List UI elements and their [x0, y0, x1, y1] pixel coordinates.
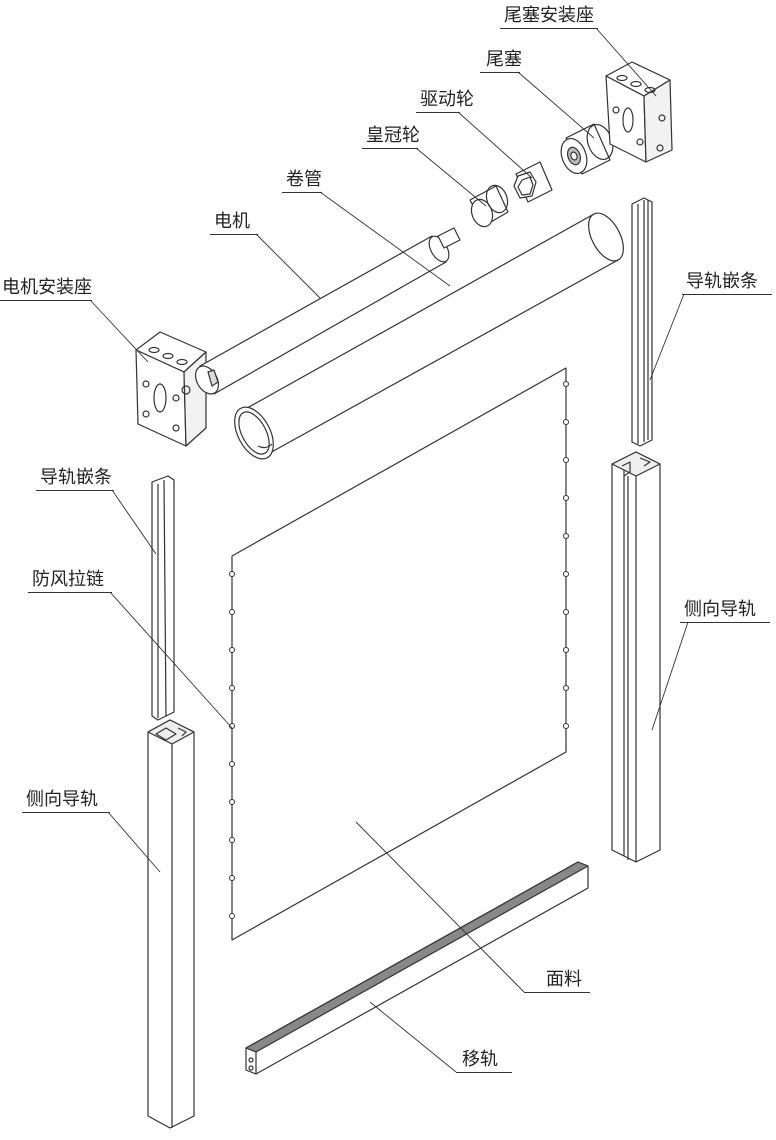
- label-end-plug-bracket: 尾塞安装座: [504, 5, 594, 26]
- fabric-part: [229, 367, 569, 941]
- label-fabric: 面料: [546, 969, 582, 990]
- label-motor-bracket: 电机安装座: [2, 277, 92, 298]
- label-underline: [480, 72, 520, 73]
- crown-wheel-part: [469, 184, 509, 228]
- label-roller-tube: 卷管: [286, 169, 322, 190]
- label-bottom-rail: 移轨: [462, 1049, 498, 1070]
- end-plug-bracket-part: [605, 61, 673, 163]
- label-crown-wheel: 皇冠轮: [366, 125, 420, 146]
- left-rail-insert-part: [151, 475, 175, 721]
- label-underline: [282, 192, 322, 193]
- label-side-rail-right: 侧向导轨: [684, 599, 756, 620]
- leader-lines: [89, 27, 689, 1073]
- label-motor: 电机: [214, 211, 250, 232]
- label-rail-insert-right: 导轨嵌条: [686, 271, 758, 292]
- right-rail-insert-part: [631, 197, 653, 447]
- drive-wheel-part: [513, 161, 553, 203]
- label-underline: [28, 592, 112, 593]
- zipper-beads: [229, 381, 569, 919]
- label-underline: [682, 294, 772, 295]
- label-underline: [0, 300, 92, 301]
- right-side-rail-part: [611, 451, 661, 863]
- label-underline: [36, 490, 114, 491]
- label-underline: [210, 234, 258, 235]
- label-underline: [500, 28, 598, 29]
- label-end-plug: 尾塞: [486, 49, 522, 70]
- label-underline: [362, 148, 418, 149]
- label-rail-insert-left: 导轨嵌条: [40, 467, 112, 488]
- label-underline: [416, 112, 460, 113]
- roller-tube-part: [234, 212, 624, 460]
- label-underline: [22, 812, 110, 813]
- end-plug-part: [560, 123, 614, 175]
- label-side-rail-left: 侧向导轨: [26, 789, 98, 810]
- label-underline: [680, 622, 770, 623]
- label-underline: [524, 992, 590, 993]
- bottom-rail-part: [245, 861, 589, 1075]
- label-drive-wheel: 驱动轮: [420, 89, 474, 110]
- motor-bracket-part: [135, 331, 207, 447]
- label-windproof-zipper: 防风拉链: [32, 569, 104, 590]
- left-side-rail-part: [147, 719, 195, 1129]
- motor-part: [194, 227, 461, 395]
- label-underline: [456, 1072, 512, 1073]
